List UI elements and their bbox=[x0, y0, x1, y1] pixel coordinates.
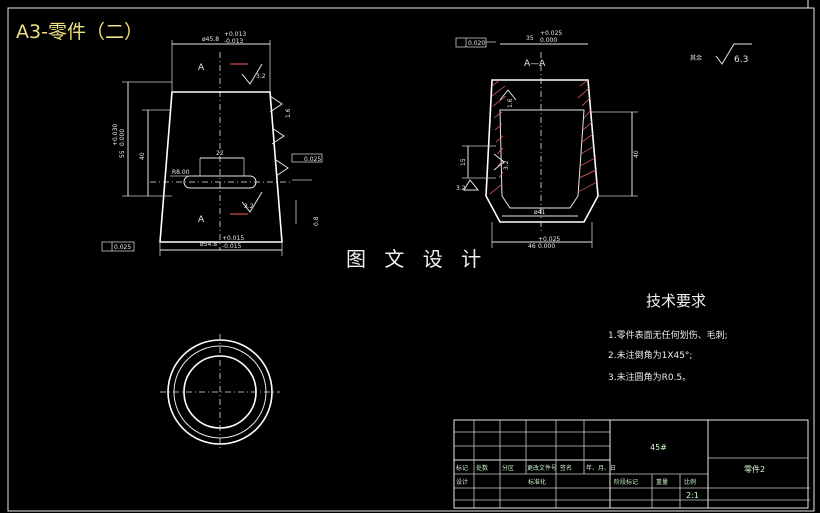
section-small-mark-2: 3.2 bbox=[503, 160, 510, 170]
tech-req-item-2: 2.未注倒角为1X45°; bbox=[608, 349, 692, 361]
front-left-tol-upper: +0.030 bbox=[112, 124, 119, 146]
row-label-signature: 签名 bbox=[560, 464, 572, 472]
front-body-outline bbox=[159, 91, 283, 243]
tech-req-item-1: 1.零件表面无任何划伤、毛刺; bbox=[608, 329, 728, 341]
section-left-dim: 15 bbox=[460, 158, 467, 166]
front-left-inner-dim: 40 bbox=[139, 152, 146, 160]
tech-req-item-3: 3.未注圆角为R0.5。 bbox=[608, 371, 691, 383]
side-symbol-2 bbox=[271, 127, 285, 145]
slot-label: R8.00 bbox=[172, 169, 190, 176]
front-left-tol-lower: 0.000 bbox=[119, 129, 126, 146]
roughness-mark-bottom bbox=[241, 191, 263, 213]
roughness-note-label: 其余 bbox=[690, 54, 702, 62]
title-block-material: 45# bbox=[650, 443, 667, 452]
roughness-note-value: 6.3 bbox=[734, 55, 748, 65]
side-symbol-3 bbox=[275, 159, 289, 177]
front-bottom-dim: ø54.8 bbox=[200, 241, 217, 248]
datum-frame-bottom bbox=[101, 241, 135, 252]
front-bottom-tol-upper: +0.015 bbox=[222, 235, 244, 242]
section-inner-dim: ø41 bbox=[534, 209, 545, 216]
section-top-dim: 35 bbox=[526, 35, 534, 42]
front-datum-bottom: 0.025 bbox=[114, 244, 131, 251]
section-roughness-mark bbox=[463, 179, 480, 191]
section-bottom-tol-lower: 0.000 bbox=[538, 243, 555, 250]
front-datum-right: 0.025 bbox=[304, 156, 321, 163]
title-block-stage-mark: 阶段标记 bbox=[614, 478, 638, 486]
roughness-note: 其余 6.3 bbox=[690, 43, 752, 65]
section-bottom-dim: 46 bbox=[528, 243, 536, 250]
title-block-part-name: 零件2 bbox=[744, 464, 765, 474]
section-datum-value: 0.020 bbox=[468, 40, 485, 47]
hatch-right bbox=[577, 79, 598, 193]
datum-frame-right bbox=[291, 153, 323, 163]
outer-frame bbox=[7, 7, 815, 512]
title-block-designer: 设计 bbox=[456, 478, 468, 486]
section-label: A—A bbox=[524, 59, 546, 69]
section-marker-top: A bbox=[198, 63, 205, 73]
section-marker-bottom: A bbox=[198, 215, 205, 225]
front-roughness-bottom: 3.2 bbox=[244, 203, 254, 210]
section-top-tol-upper: +0.025 bbox=[540, 30, 562, 37]
front-left-outer-dim: 55 bbox=[119, 150, 126, 158]
hatch-left bbox=[489, 79, 507, 195]
top-view bbox=[160, 334, 280, 450]
watermark-text: 图 文 设 计 bbox=[346, 247, 487, 271]
front-side-small-dim: 1.6 bbox=[285, 108, 292, 118]
row-label-zone: 分区 bbox=[502, 464, 514, 472]
title-block: 45# 零件2 标记 处数 分区 更改文件号 签名 年、月、日 设计 标准化 阶… bbox=[453, 419, 810, 509]
side-symbol-1 bbox=[269, 95, 283, 113]
tech-req-heading: 技术要求 bbox=[646, 292, 706, 310]
front-side-tol: 0.8 bbox=[313, 216, 320, 226]
front-top-tol-upper: +0.013 bbox=[224, 31, 246, 38]
front-mid-dim: 22 bbox=[216, 150, 224, 157]
section-height-dim: 40 bbox=[633, 150, 640, 158]
section-top-tol-lower: 0.000 bbox=[540, 37, 557, 44]
section-view: 0.020 35 +0.025 0.000 A—A bbox=[455, 30, 640, 250]
section-mark-1 bbox=[499, 89, 517, 101]
title-block-standardization: 标准化 bbox=[528, 478, 546, 486]
front-top-dim: ø45.8 bbox=[202, 36, 219, 43]
roughness-note-symbol bbox=[715, 43, 752, 65]
front-bottom-tol-lower: -0.015 bbox=[222, 243, 242, 250]
title-block-scale-label: 比例 bbox=[684, 478, 696, 486]
title-block-border bbox=[453, 419, 809, 509]
slot-outline bbox=[183, 175, 257, 189]
front-roughness-top: 3.2 bbox=[256, 73, 266, 80]
tech-requirements: 技术要求 1.零件表面无任何划伤、毛刺; 2.未注倒角为1X45°; 3.未注圆… bbox=[608, 292, 728, 383]
section-small-mark-1: 1.6 bbox=[507, 98, 514, 108]
row-label-change-doc: 更改文件号 bbox=[527, 464, 557, 472]
section-bore-outline bbox=[499, 109, 585, 209]
front-view: ø45.8 +0.013 -0.013 ø54.8 +0.015 -0.015 … bbox=[101, 31, 323, 256]
section-roughness: 3.2 bbox=[456, 185, 466, 192]
row-label-count: 处数 bbox=[476, 464, 488, 472]
title-block-weight: 重量 bbox=[656, 478, 668, 486]
section-datum-frame bbox=[455, 37, 487, 48]
roughness-mark-top bbox=[241, 63, 263, 85]
row-label-date: 年、月、日 bbox=[586, 464, 616, 472]
section-bottom-tol-upper: +0.025 bbox=[538, 236, 560, 243]
front-top-tol-lower: -0.013 bbox=[224, 38, 244, 45]
drawing-title: A3-零件（二） bbox=[16, 21, 143, 43]
section-mark-2 bbox=[493, 153, 505, 171]
row-label-mark: 标记 bbox=[456, 464, 468, 472]
title-block-scale-value: 2:1 bbox=[686, 491, 699, 500]
